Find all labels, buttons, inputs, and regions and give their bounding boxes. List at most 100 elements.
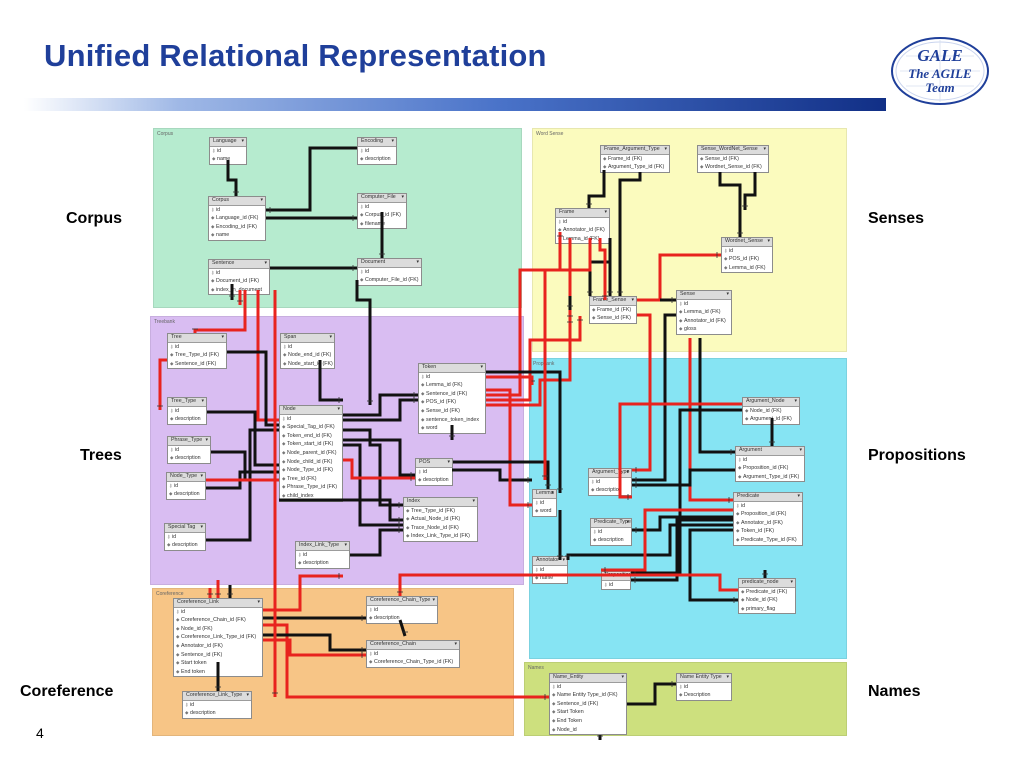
field-name: Node_Type_id (FK)	[287, 467, 333, 474]
table-header[interactable]: Frame_Sense	[590, 297, 636, 306]
table-header[interactable]: Span	[281, 334, 334, 343]
table-field: ◆index_in_document	[209, 286, 269, 295]
table-header[interactable]: Computer_File	[358, 194, 406, 203]
field-name: Node_parent_id (FK)	[287, 449, 337, 456]
table-header[interactable]: Sentence	[209, 260, 269, 269]
table-header[interactable]: Corpus	[209, 197, 265, 206]
field-name: Token_end_id (FK)	[287, 432, 332, 439]
table-coreference-chain-type[interactable]: Coreference_Chain_Type⚷id◆description	[366, 596, 438, 624]
table-phrase-type[interactable]: Phrase_Type⚷id◆description	[167, 436, 211, 464]
field-name: id	[175, 446, 180, 453]
table-header[interactable]: Index	[404, 498, 477, 507]
table-header[interactable]: Frame	[556, 209, 609, 218]
field-name: Sense_id (FK)	[426, 407, 460, 414]
table-frame-argument-type[interactable]: Frame_Argument_Type◆Frame_id (FK)◆Argume…	[600, 145, 670, 173]
table-header[interactable]: Encoding	[358, 138, 396, 147]
table-header[interactable]: POS	[416, 459, 452, 468]
table-coreference-link-type[interactable]: Coreference_Link_Type⚷id◆description	[182, 691, 252, 719]
field-name: End Token	[557, 717, 582, 724]
table-header[interactable]: Sense	[677, 291, 731, 300]
table-coreference-chain[interactable]: Coreference_Chain⚷id◆Coreference_Chain_T…	[366, 640, 460, 668]
table-predicate[interactable]: Predicate⚷id◆Proposition_id (FK)◆Annotat…	[733, 492, 803, 546]
table-header[interactable]: Predicate	[734, 493, 802, 502]
table-field: ◆Argument_Type_id (FK)	[736, 473, 804, 482]
table-sense-wordnet-sense[interactable]: Sense_WordNet_Sense◆Sense_id (FK)◆Wordne…	[697, 145, 769, 173]
table-field: ⚷id	[280, 415, 342, 424]
table-language[interactable]: Language⚷id◆name	[209, 137, 247, 165]
table-header[interactable]: Frame_Argument_Type	[601, 146, 669, 155]
table-pos[interactable]: POS⚷id◆description	[415, 458, 453, 486]
table-sentence[interactable]: Sentence⚷id◆Document_id (FK)◆index_in_do…	[208, 259, 270, 296]
table-header[interactable]: Argument_Type	[589, 469, 631, 478]
field-name: id	[423, 468, 428, 475]
table-wordnet-sense[interactable]: Wordnet_Sense⚷id◆POS_id (FK)◆Lemma_id (F…	[721, 237, 773, 274]
table-special-tag[interactable]: Special Tag⚷id◆description	[164, 523, 206, 551]
table-header[interactable]: Tree	[168, 334, 226, 343]
table-header[interactable]: Argument	[736, 447, 804, 456]
table-header[interactable]: Language	[210, 138, 246, 147]
table-coreference-link[interactable]: Coreference_Link⚷id◆Coreference_Chain_id…	[173, 598, 263, 678]
key-icon: ⚷	[212, 147, 216, 153]
column-icon: ◆	[724, 256, 728, 262]
table-index-link-type[interactable]: Index_Link_Type⚷id◆description	[295, 541, 350, 569]
table-token[interactable]: Token⚷id◆Lemma_id (FK)◆Sentence_id (FK)◆…	[418, 363, 486, 434]
table-header[interactable]: Coreference_Link	[174, 599, 262, 608]
table-span[interactable]: Span⚷id◆Node_end_id (FK)◆Node_start_id (…	[280, 333, 335, 370]
table-frame[interactable]: Frame⚷id◆Annotator_id (FK)◆Lemma_id (FK)	[555, 208, 610, 245]
table-field: ◆End Token	[550, 717, 626, 726]
table-field: ◆Wordnet_Sense_id (FK)	[698, 163, 768, 172]
table-header[interactable]: Lemma	[533, 490, 556, 499]
table-header[interactable]: Tree_Type	[168, 398, 206, 407]
table-proposition[interactable]: Proposition⚷id	[601, 571, 631, 591]
table-index[interactable]: Index◆Tree_Type_id (FK)◆Actual_Node_id (…	[403, 497, 478, 542]
table-tree-type[interactable]: Tree_Type⚷id◆description	[167, 397, 207, 425]
table-header[interactable]: Phrase_Type	[168, 437, 210, 446]
table-node-type[interactable]: Node_Type⚷id◆description	[166, 472, 206, 500]
field-name: Tree_Type_id (FK)	[175, 352, 219, 359]
table-argument-node[interactable]: Argument_Node◆Node_id (FK)◆Argument_id (…	[742, 397, 800, 425]
table-name-entity[interactable]: Name_Entity⚷id◆Name Entity Type_id (FK)◆…	[549, 673, 627, 736]
table-header[interactable]: Argument_Node	[743, 398, 799, 407]
table-document[interactable]: Document⚷id◆Computer_File_id (FK)	[357, 258, 422, 286]
table-annotator[interactable]: Annotator⚷id◆name	[532, 556, 568, 584]
field-name: id	[741, 502, 746, 509]
table-header[interactable]: Token	[419, 364, 485, 373]
table-encoding[interactable]: Encoding⚷id◆description	[357, 137, 397, 165]
table-frame-sense[interactable]: Frame_Sense◆Frame_id (FK)◆Sense_id (FK)	[589, 296, 637, 324]
table-predicate-type[interactable]: Predicate_Type⚷id◆description	[590, 518, 632, 546]
table-tree[interactable]: Tree⚷id◆Tree_Type_id (FK)◆Sentence_id (F…	[167, 333, 227, 370]
table-header[interactable]: Coreference_Chain	[367, 641, 459, 650]
table-header[interactable]: Predicate_Type	[591, 519, 631, 528]
table-header[interactable]: Special Tag	[165, 524, 205, 533]
table-field: ◆Corpus_id (FK)	[358, 211, 406, 220]
field-name: id	[303, 551, 308, 558]
table-header[interactable]: Index_Link_Type	[296, 542, 349, 551]
table-header[interactable]: Node	[280, 406, 342, 415]
table-predicate-node[interactable]: predicate_node◆Predicate_id (FK)◆Node_id…	[738, 578, 796, 615]
table-argument-type[interactable]: Argument_Type⚷id◆description	[588, 468, 632, 496]
field-name: Actual_Node_id (FK)	[411, 516, 461, 523]
table-header[interactable]: Wordnet_Sense	[722, 238, 772, 247]
column-icon: ◆	[170, 360, 174, 366]
table-corpus[interactable]: Corpus⚷id◆Language_id (FK)◆Encoding_id (…	[208, 196, 266, 241]
table-sense[interactable]: Sense⚷id◆Lemma_id (FK)◆Annotator_id (FK)…	[676, 290, 732, 335]
table-name-entity-type[interactable]: Name Entity Type⚷id◆Description	[676, 673, 732, 701]
table-header[interactable]: Annotator	[533, 557, 567, 566]
table-node[interactable]: Node⚷id◆Special_Tag_id (FK)◆Token_end_id…	[279, 405, 343, 502]
table-header[interactable]: Sense_WordNet_Sense	[698, 146, 768, 155]
table-header[interactable]: Coreference_Link_Type	[183, 692, 251, 701]
table-argument[interactable]: Argument⚷id◆Proposition_id (FK)◆Argument…	[735, 446, 805, 483]
table-header[interactable]: Document	[358, 259, 421, 268]
table-header[interactable]: predicate_node	[739, 579, 795, 588]
column-icon: ◆	[211, 286, 215, 292]
table-computer-file[interactable]: Computer_File⚷id◆Corpus_id (FK)◆filename	[357, 193, 407, 230]
field-name: Language_id (FK)	[216, 215, 259, 222]
key-icon: ⚷	[591, 478, 595, 484]
table-header[interactable]: Name Entity Type	[677, 674, 731, 683]
field-name: description	[598, 537, 624, 544]
table-lemma[interactable]: Lemma⚷id◆word	[532, 489, 557, 517]
table-header[interactable]: Proposition	[602, 572, 630, 581]
table-header[interactable]: Coreference_Chain_Type	[367, 597, 437, 606]
table-header[interactable]: Node_Type	[167, 473, 205, 482]
table-header[interactable]: Name_Entity	[550, 674, 626, 683]
